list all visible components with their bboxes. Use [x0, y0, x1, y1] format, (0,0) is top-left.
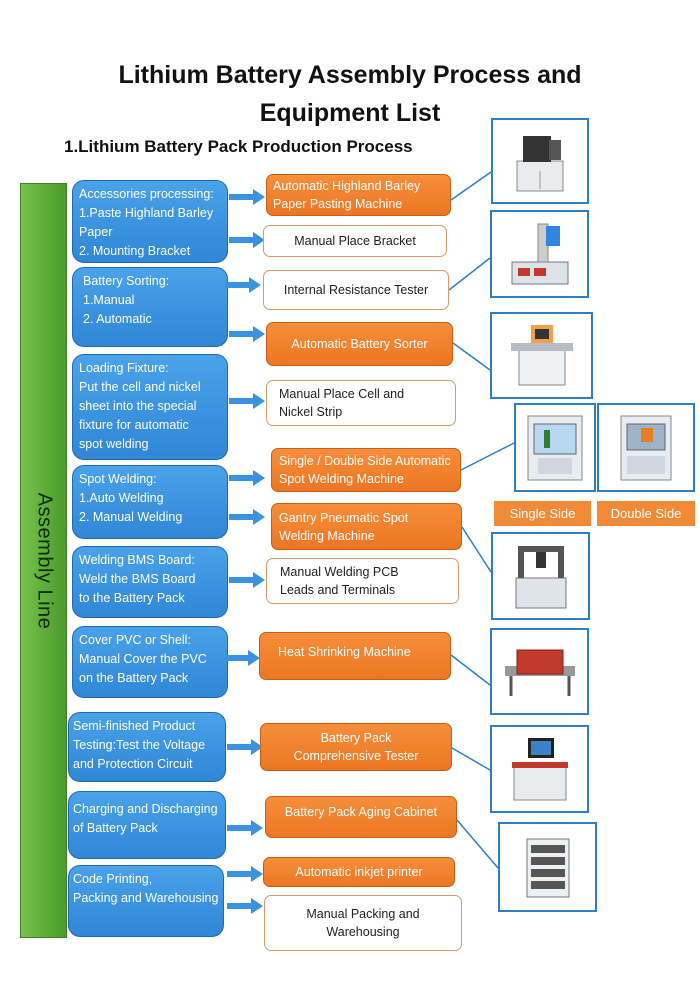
step-cover-pvc: Cover PVC or Shell: Manual Cover the PVC… [72, 626, 228, 698]
arrow-right-icon [229, 393, 265, 409]
photo-comprehensive-tester [490, 725, 589, 813]
step-code-printing-packing: Code Printing, Packing and Warehousing [68, 865, 224, 937]
tag-single-side: Single Side [494, 501, 591, 526]
equipment-manual-welding-pcb: Manual Welding PCB Leads and Terminals [266, 558, 459, 604]
equipment-gantry-pneumatic-welder: Gantry Pneumatic Spot Welding Machine [271, 503, 462, 550]
arrow-right-icon [227, 739, 263, 755]
equipment-manual-packing: Manual Packing and Warehousing [264, 895, 462, 951]
arrow-right-icon [229, 326, 265, 342]
equipment-internal-resistance-tester: Internal Resistance Tester [263, 270, 449, 310]
step-spot-welding: Spot Welding: 1.Auto Welding 2. Manual W… [72, 465, 228, 539]
equipment-pack-aging-cabinet: Battery Pack Aging Cabinet [265, 796, 457, 838]
arrow-right-icon [227, 820, 263, 836]
arrow-right-icon [229, 189, 265, 205]
step-semi-finished-testing: Semi-finished Product Testing:Test the V… [68, 712, 226, 782]
arrow-right-icon [229, 572, 265, 588]
arrow-right-icon [227, 866, 263, 882]
arrow-right-icon [229, 509, 265, 525]
equipment-manual-place-cell: Manual Place Cell and Nickel Strip [266, 380, 456, 426]
section-subtitle: 1.Lithium Battery Pack Production Proces… [64, 137, 413, 156]
step-battery-sorting: Battery Sorting: 1.Manual 2. Automatic [72, 267, 228, 347]
page-title: Lithium Battery Assembly Process and Equ… [0, 56, 700, 132]
arrow-right-icon [224, 650, 260, 666]
equipment-spot-welding-machine: Single / Double Side Automatic Spot Weld… [271, 448, 461, 492]
photo-internal-resistance-tester [490, 210, 589, 298]
equipment-heat-shrinking-machine: Heat Shrinking Machine [259, 632, 451, 680]
title-line-1: Lithium Battery Assembly Process and [118, 61, 582, 89]
arrow-right-icon [227, 898, 263, 914]
equipment-highland-barley-paster: Automatic Highland Barley Paper Pasting … [266, 174, 451, 216]
arrow-right-icon [229, 470, 265, 486]
photo-single-side-spot-welder [514, 403, 596, 492]
step-accessories-processing: Accessories processing: 1.Paste Highland… [72, 180, 228, 263]
equipment-pack-comprehensive-tester: Battery Pack Comprehensive Tester [260, 723, 452, 771]
step-loading-fixture: Loading Fixture: Put the cell and nickel… [72, 354, 228, 460]
photo-paper-pasting-machine [491, 118, 589, 204]
photo-aging-cabinet [498, 822, 597, 912]
title-line-2: Equipment List [259, 99, 441, 127]
assembly-line-bar: Assembly Line [20, 183, 67, 938]
step-welding-bms-board: Welding BMS Board: Weld the BMS Board to… [72, 546, 228, 618]
photo-automatic-battery-sorter [490, 312, 593, 399]
photo-gantry-spot-welder [491, 532, 590, 620]
equipment-automatic-battery-sorter: Automatic Battery Sorter [266, 322, 453, 366]
tag-double-side: Double Side [597, 501, 695, 526]
step-charging-discharging: Charging and Discharging of Battery Pack [68, 791, 226, 859]
photo-double-side-spot-welder [597, 403, 695, 492]
equipment-automatic-inkjet-printer: Automatic inkjet printer [263, 857, 455, 887]
arrow-right-icon [225, 277, 261, 293]
equipment-manual-place-bracket: Manual Place Bracket [263, 225, 447, 257]
arrow-right-icon [229, 232, 265, 248]
photo-heat-shrinking-machine [490, 628, 589, 715]
